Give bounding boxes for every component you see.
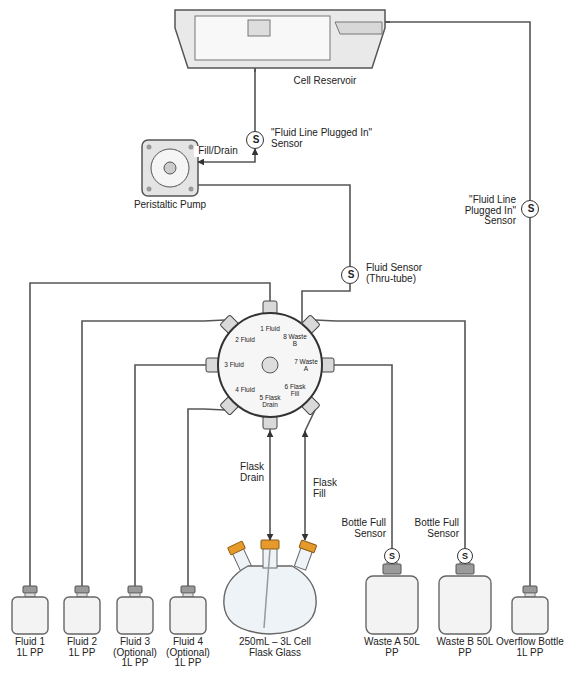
valve-stub bbox=[315, 320, 336, 321]
cell-reservoir: Cell Reservoir bbox=[170, 8, 390, 72]
part-label: Fluid 1 1L PP bbox=[10, 637, 50, 658]
fluid-sensor: SFluid Sensor (Thru-tube) bbox=[341, 266, 359, 284]
port-label: 7 Waste A bbox=[292, 358, 320, 372]
fluid-line-sensor: S"Fluid Line Plugged In" Sensor bbox=[246, 131, 264, 149]
valve-stub bbox=[204, 409, 225, 410]
port-label: 8 Waste B bbox=[281, 333, 309, 347]
port-label: 4 Fluid bbox=[231, 386, 259, 393]
part-label: "Fluid Line Plugged In" Sensor bbox=[271, 128, 391, 149]
pump-rotor bbox=[151, 149, 189, 187]
waste-cap bbox=[383, 564, 401, 574]
overflow-bottle: Overflow Bottle 1L PP bbox=[512, 586, 548, 634]
fluid-bottle: Fluid 1 1L PP bbox=[12, 586, 48, 634]
cell-flask: 250mL – 3L Cell Flask Glass bbox=[225, 540, 325, 634]
valve-stub bbox=[204, 320, 225, 321]
fluid-line bbox=[336, 321, 465, 548]
valve-stub bbox=[301, 299, 303, 324]
part-label: "Fluid Line Plugged In" Sensor bbox=[442, 195, 516, 227]
flask-dip-tube bbox=[264, 549, 270, 628]
sensor-symbol: S bbox=[247, 132, 265, 150]
waste-body bbox=[439, 576, 491, 634]
fluid-line-sensor: S"Fluid Line Plugged In" Sensor bbox=[521, 200, 539, 218]
port-label: 3 Fluid bbox=[220, 361, 248, 368]
edge-label: Flask Drain bbox=[226, 462, 266, 483]
flask-cap bbox=[299, 540, 317, 553]
part-label: Overflow Bottle 1L PP bbox=[492, 637, 568, 658]
part-label: 250mL – 3L Cell Flask Glass bbox=[235, 637, 315, 658]
bottle bbox=[12, 586, 48, 634]
reservoir-port bbox=[254, 68, 256, 72]
flask-cap bbox=[228, 541, 246, 555]
part-label: Bottle Full Sensor bbox=[334, 518, 386, 539]
sensor-symbol: S bbox=[522, 201, 540, 219]
bottle bbox=[117, 586, 153, 634]
fluid-line bbox=[198, 185, 350, 266]
fluid-line bbox=[390, 22, 530, 200]
pump-screw bbox=[189, 145, 194, 150]
part-label: Bottle Full Sensor bbox=[407, 518, 459, 539]
rotary-valve: 1 Fluid 2 Fluid 3 Fluid 4 Fluid5 Flask Drai… bbox=[204, 299, 336, 431]
port-label: 1 Fluid bbox=[256, 325, 284, 332]
part-label: Cell Reservoir bbox=[265, 76, 385, 87]
valve-stub bbox=[334, 364, 336, 366]
pump-screw bbox=[189, 187, 194, 192]
valve-stub bbox=[269, 429, 271, 431]
bottle bbox=[64, 586, 100, 634]
valve-stub bbox=[269, 299, 271, 301]
sensor-symbol: S bbox=[384, 548, 400, 564]
pump-screw bbox=[147, 145, 152, 150]
edge-label: Fill/Drain bbox=[194, 146, 242, 157]
part-label: Fluid 4 (Optional) 1L PP bbox=[163, 637, 213, 669]
flask-neck bbox=[292, 540, 316, 571]
waste-cap bbox=[456, 564, 474, 574]
fluid-line bbox=[135, 365, 204, 586]
waste-body bbox=[366, 576, 418, 634]
fluid-line bbox=[269, 431, 271, 540]
flask-body bbox=[224, 566, 316, 634]
valve-center-port bbox=[262, 357, 278, 373]
reservoir-body bbox=[175, 10, 385, 68]
valve-face bbox=[218, 313, 322, 417]
reservoir-tray bbox=[195, 16, 330, 60]
fluid-line bbox=[304, 431, 306, 540]
fluid-line bbox=[30, 283, 270, 586]
reservoir-spout bbox=[335, 22, 382, 34]
fluid-line bbox=[529, 218, 531, 586]
pump-body bbox=[142, 140, 198, 196]
rotary-valve bbox=[204, 299, 336, 431]
waste-bottle: SBottle Full SensorWaste A 50L PP bbox=[366, 548, 418, 634]
reservoir-port bbox=[385, 21, 390, 23]
port-label: 2 Fluid bbox=[231, 336, 259, 343]
flask-cap bbox=[261, 540, 279, 549]
part-label: Waste A 50L PP bbox=[362, 637, 422, 658]
port-label: 5 Flask Drain bbox=[256, 394, 284, 408]
peristaltic-pump: Peristaltic Pump bbox=[142, 140, 198, 196]
waste-bottle: SBottle Full SensorWaste B 50L PP bbox=[439, 548, 491, 634]
fluid-line bbox=[188, 409, 204, 586]
reservoir-tab bbox=[248, 20, 270, 36]
fluid-line bbox=[302, 284, 350, 299]
bottle bbox=[170, 586, 206, 634]
valve-stub bbox=[305, 410, 315, 431]
part-label: Waste B 50L PP bbox=[435, 637, 495, 658]
fluid-bottle: Fluid 4 (Optional) 1L PP bbox=[170, 586, 206, 634]
valve-stub bbox=[204, 364, 206, 366]
part-label: Fluid 3 (Optional) 1L PP bbox=[110, 637, 160, 669]
fluid-line bbox=[82, 321, 204, 586]
fluid-bottle: Fluid 2 1L PP bbox=[64, 586, 100, 634]
edge-label: Flask Fill bbox=[311, 478, 351, 499]
part-label: Fluid 2 1L PP bbox=[62, 637, 102, 658]
fluid-line bbox=[254, 72, 256, 131]
valve-stubs bbox=[204, 299, 336, 431]
pump-hub bbox=[164, 162, 176, 174]
bottle bbox=[512, 586, 548, 634]
port-label: 6 Flask Fill bbox=[281, 383, 309, 397]
part-label: Peristaltic Pump bbox=[120, 200, 220, 211]
pump-screw bbox=[147, 187, 152, 192]
sensor-symbol: S bbox=[457, 548, 473, 564]
part-label: Fluid Sensor (Thru-tube) bbox=[366, 263, 448, 284]
fluid-bottle: Fluid 3 (Optional) 1L PP bbox=[117, 586, 153, 634]
sensor-symbol: S bbox=[342, 267, 360, 285]
